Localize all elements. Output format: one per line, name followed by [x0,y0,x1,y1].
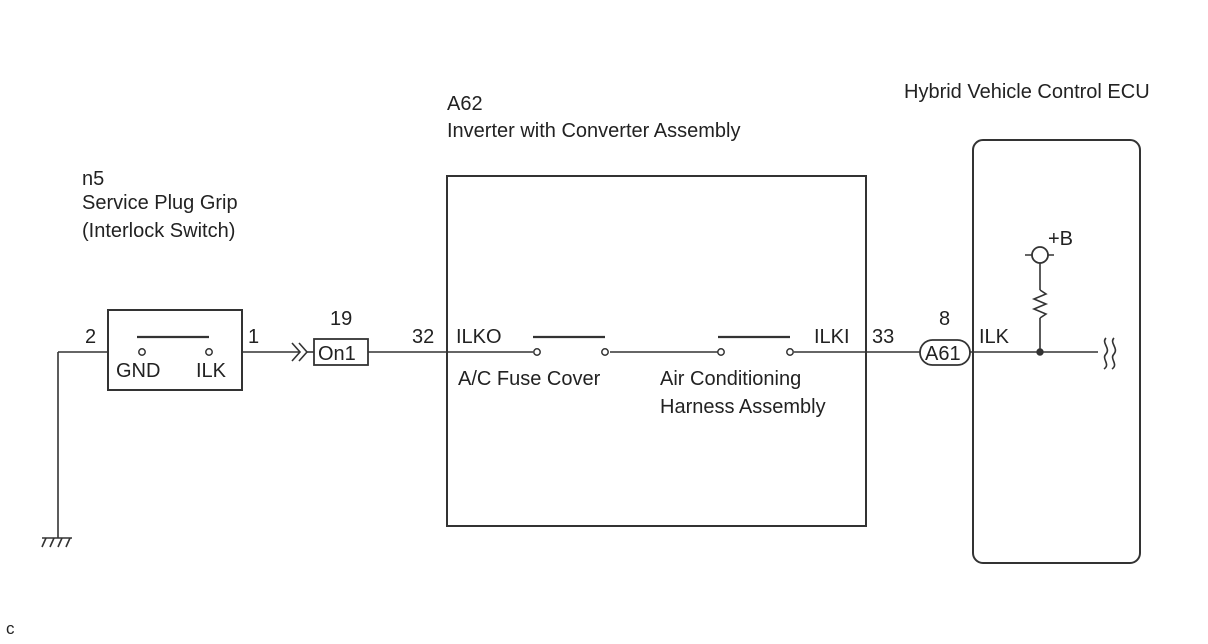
ecu-box [972,139,1141,564]
inverter-pin-out: 33 [872,326,894,348]
ecu-terminal: ILK [979,326,1010,348]
plug-pin-left: 2 [85,326,96,348]
ecu-supply-label: +B [1048,228,1073,250]
ecu-connector-label: A61 [925,343,961,365]
ground-symbol-icon [41,537,72,548]
switch1-label: A/C Fuse Cover [458,368,601,390]
ecu-pullup-circuit [1025,246,1054,356]
resistor-icon [1031,289,1049,319]
switch2-label-line1: Air Conditioning [660,368,801,390]
plug-name-line2: (Interlock Switch) [82,220,235,242]
inverter-box [446,175,867,527]
plug-code: n5 [82,168,104,190]
male-connector-icon [291,342,314,362]
junction-connector-label: On1 [318,343,356,365]
ac-fuse-cover-switch-icon [533,335,609,356]
plug-box [107,309,243,391]
switch2-label-line2: Harness Assembly [660,396,826,418]
ecu-pin: 8 [939,308,950,330]
inverter-name: Inverter with Converter Assembly [447,120,740,142]
diagram-footer-code: c [6,619,15,638]
junction-pin: 19 [330,308,352,330]
ac-harness-switch-icon [717,335,794,356]
ecu-title: Hybrid Vehicle Control ECU [904,81,1150,103]
inverter-pin-in: 32 [412,326,434,348]
plug-terminal-ilk: ILK [196,360,227,382]
inverter-terminal-in: ILKO [456,326,502,348]
junction-connector-box [313,338,369,366]
inverter-code: A62 [447,93,483,115]
ecu-connector-oval [919,339,971,366]
inverter-terminal-out: ILKI [814,326,850,348]
plug-pin-right: 1 [248,326,259,348]
plug-name-line1: Service Plug Grip [82,192,238,214]
ecu-internal-continuation-icon [1103,337,1117,370]
plug-switch-icon [137,335,213,356]
plug-terminal-gnd: GND [116,360,160,382]
